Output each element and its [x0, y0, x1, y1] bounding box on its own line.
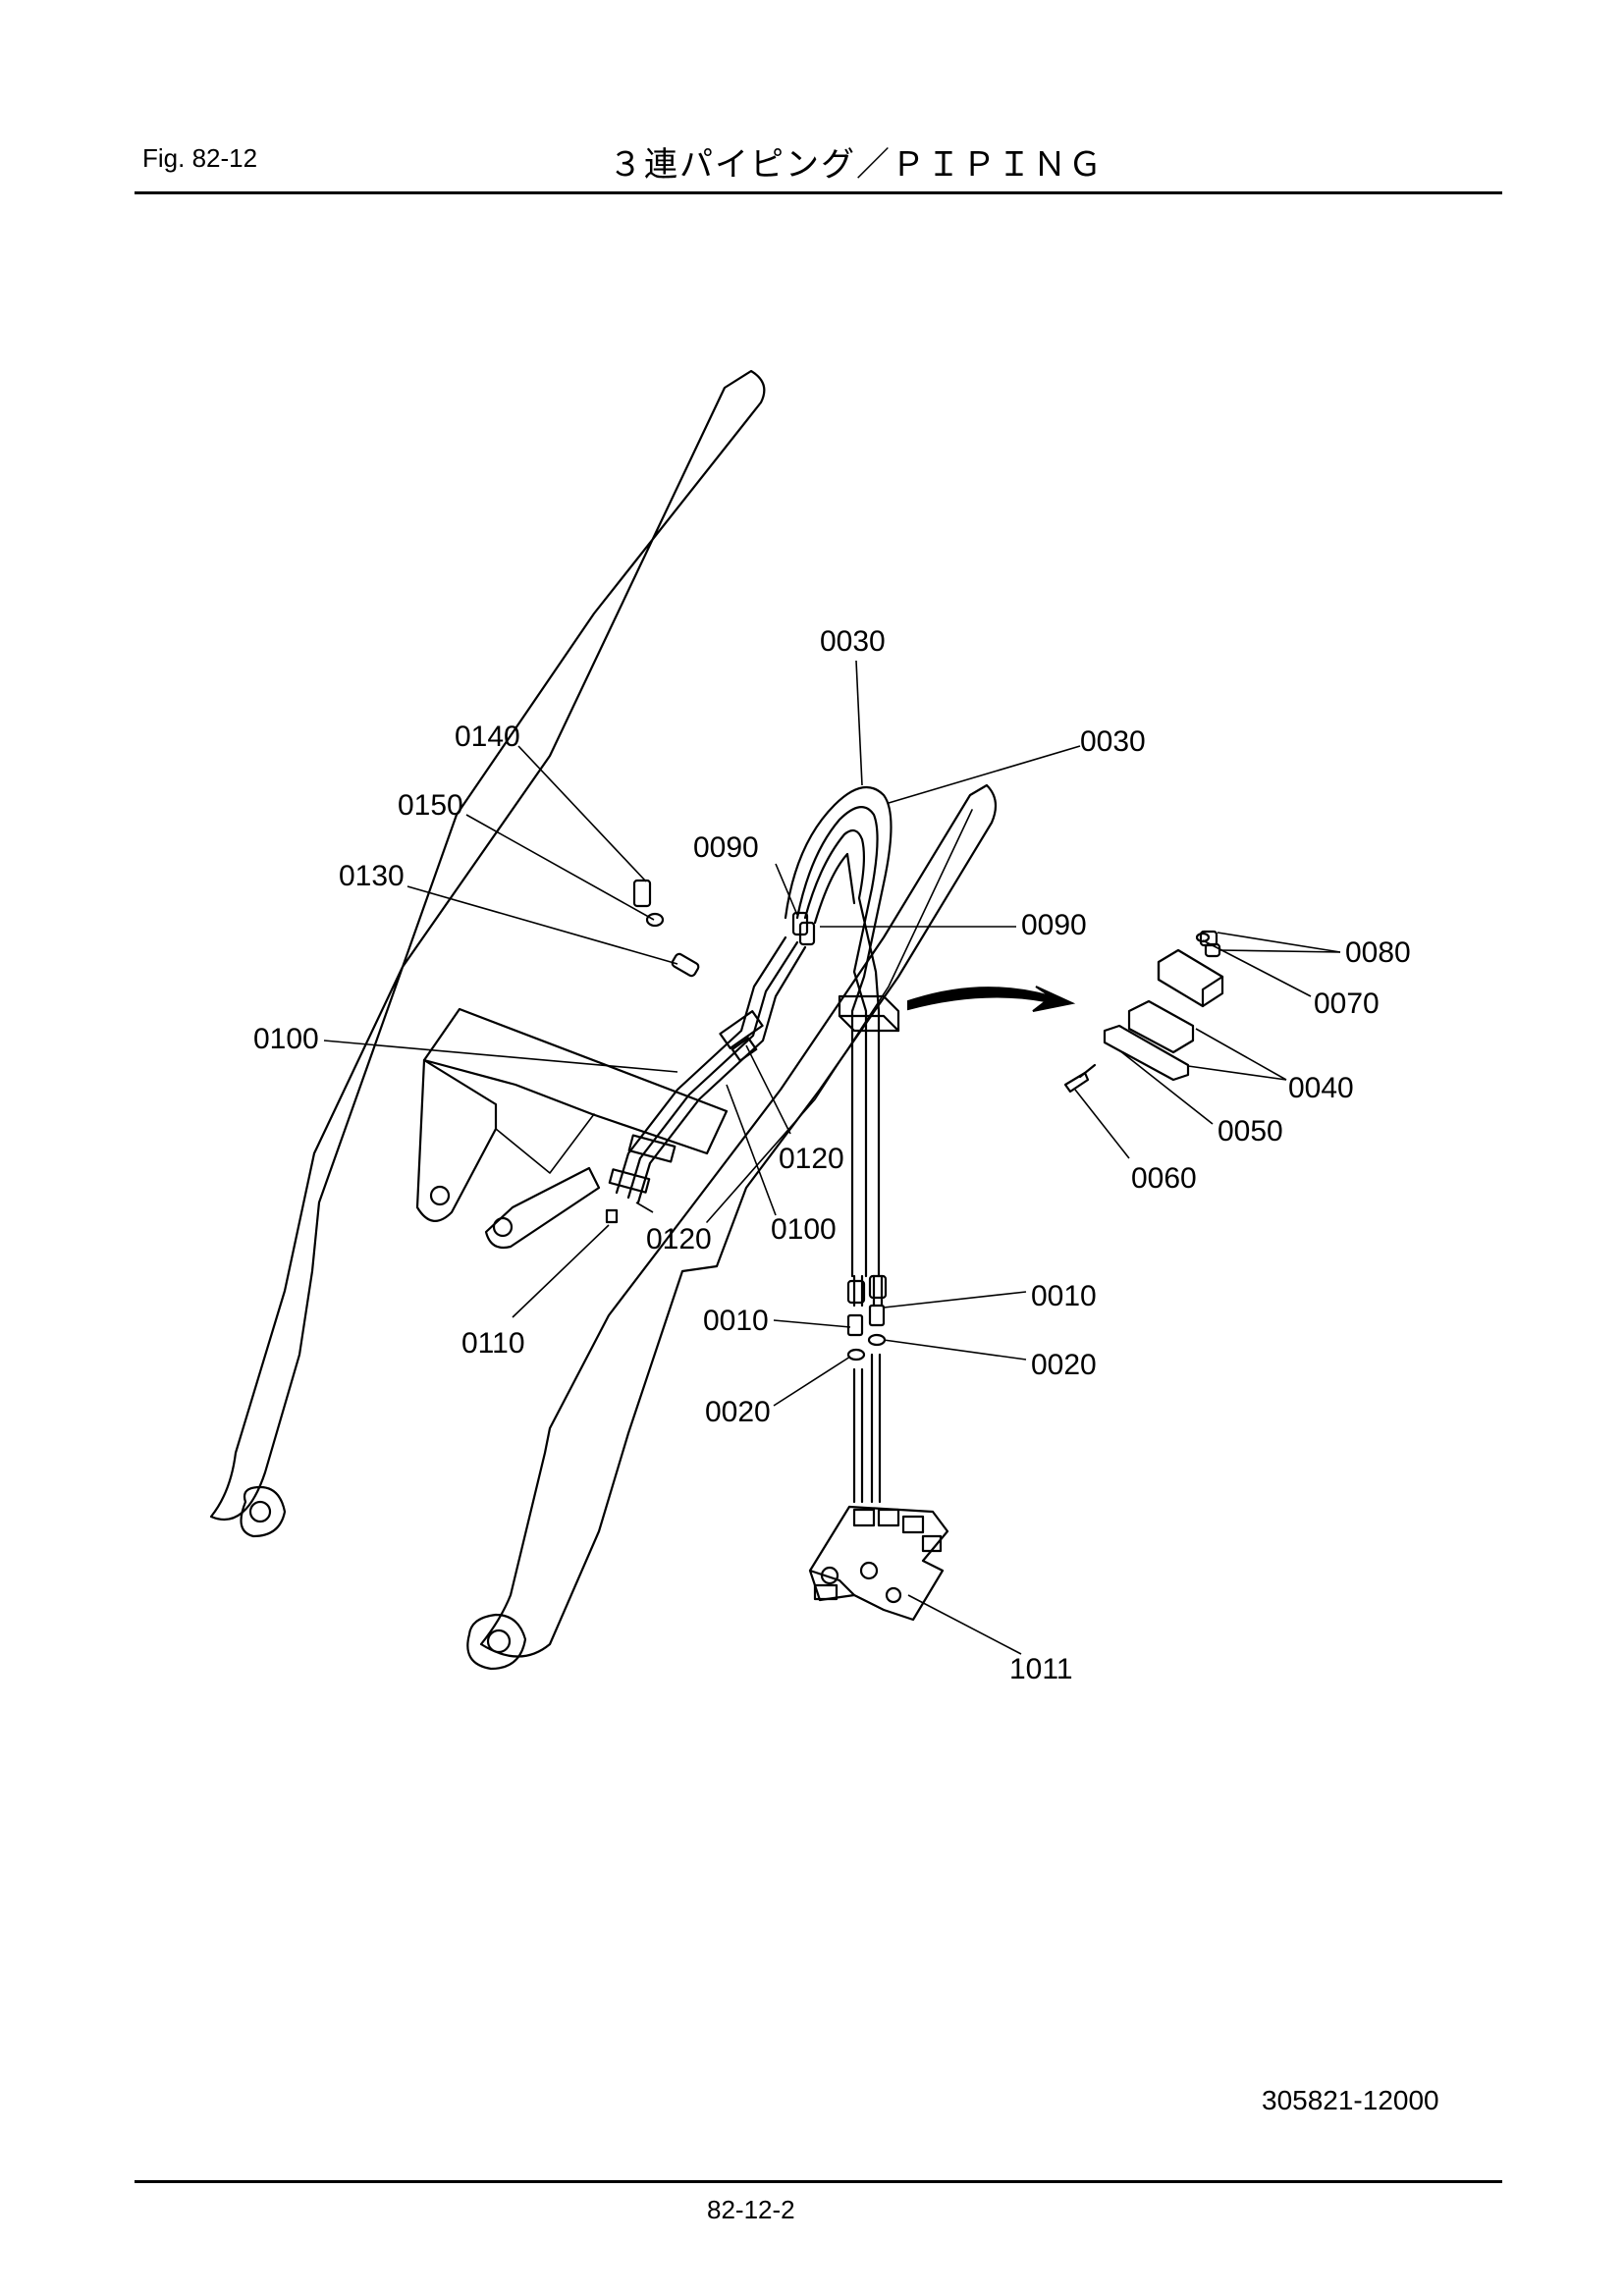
drawing-number: 305821-12000 [1262, 2085, 1439, 2115]
clamp-exploded-view [1063, 930, 1224, 1094]
footer-rule [135, 2180, 1502, 2183]
left-loader-arm [209, 369, 766, 1538]
cross-member [415, 1007, 729, 1250]
detail-arrow [907, 986, 1076, 1012]
callout-label: 0110 [461, 1327, 525, 1360]
callout-label: 0140 [455, 721, 520, 753]
callout-labels: 0030 0030 0140 0150 0090 0090 0130 0080 … [253, 625, 1411, 1685]
callout-label: 0090 [693, 831, 759, 864]
callout-label: 0050 [1218, 1115, 1283, 1148]
figure-number: Fig. 82-12 [142, 143, 258, 173]
hose-clamp [838, 994, 900, 1033]
callout-label: 0130 [339, 860, 405, 892]
callout-label: 0030 [820, 625, 886, 658]
callout-label: 0020 [705, 1396, 771, 1428]
rigid-pipes [615, 935, 807, 1204]
small-fittings [605, 879, 816, 1224]
callout-label: 0010 [703, 1305, 769, 1337]
callout-label: 0040 [1288, 1072, 1354, 1104]
page-title: ３連パイピング／ＰＩＰＩＮＧ [609, 145, 1104, 185]
callout-label: 1011 [1009, 1653, 1073, 1685]
valve-hoses [846, 1274, 888, 1504]
callout-label: 0060 [1131, 1162, 1197, 1195]
pipe-clamps [608, 1010, 764, 1194]
page-number: 82-12-2 [707, 2195, 795, 2224]
callout-label: 0150 [398, 789, 463, 822]
callout-label: 0070 [1314, 988, 1380, 1020]
right-loader-arm [466, 783, 998, 1671]
header-rule [135, 191, 1502, 194]
callout-label: 0080 [1345, 936, 1411, 969]
callout-label: 0100 [253, 1023, 319, 1055]
callout-label: 0090 [1021, 909, 1087, 941]
callout-label: 0120 [779, 1143, 844, 1175]
leader-lines [323, 660, 1341, 1655]
control-valve [808, 1505, 949, 1622]
callout-label: 0020 [1031, 1349, 1097, 1381]
callout-label: 0120 [646, 1223, 712, 1255]
callout-label: 0100 [771, 1213, 837, 1246]
callout-label: 0030 [1080, 725, 1146, 758]
hose-loop [784, 785, 893, 1278]
callout-label: 0010 [1031, 1280, 1097, 1312]
